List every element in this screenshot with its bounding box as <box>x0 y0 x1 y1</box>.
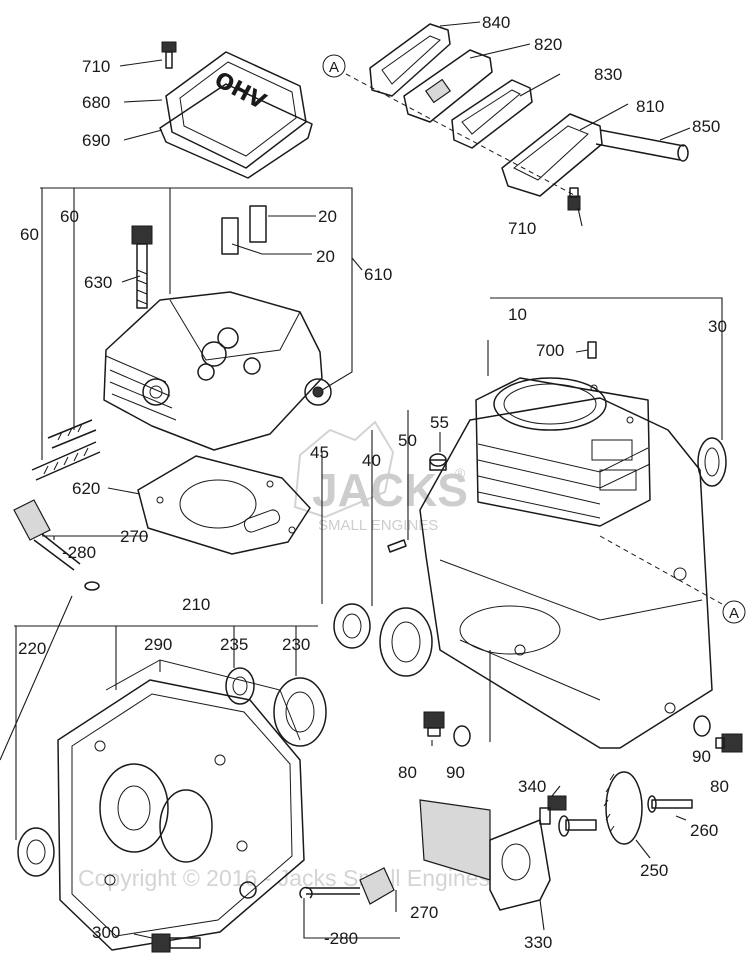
dowel-pin-lower <box>221 217 239 255</box>
cover-gasket <box>159 83 313 179</box>
label-290: 290 <box>144 635 172 654</box>
breather-gasket-830 <box>451 79 533 149</box>
label-80-right: 80 <box>710 777 729 796</box>
label-30: 30 <box>708 317 727 336</box>
ref-a-top: A <box>329 59 339 76</box>
pin-50 <box>387 539 407 553</box>
label-20-lower: 20 <box>316 247 335 266</box>
label-230: 230 <box>282 635 310 654</box>
breather-cover-810 <box>501 113 603 197</box>
cover-bearing-230 <box>273 677 327 747</box>
ref-a-right: A <box>729 605 739 622</box>
dowel-pin-upper <box>249 205 267 243</box>
drain-plug-left <box>423 711 445 737</box>
label-330: 330 <box>524 933 552 952</box>
watermark-sub: SMALL ENGINES <box>318 517 438 534</box>
label-90-left: 90 <box>446 763 465 782</box>
label-340: 340 <box>518 777 546 796</box>
label-710-breather-bolt: 710 <box>508 219 536 238</box>
rocker-cover-assembly: OHV <box>159 41 313 179</box>
head-stud-short <box>47 419 97 449</box>
cover-seal-220 <box>17 827 55 877</box>
ref-a-top-circle <box>322 54 346 78</box>
callout-lines: A <box>0 21 746 939</box>
watermark-brand: JACKS <box>312 464 468 516</box>
crankcase-cylinder <box>475 377 651 527</box>
breather-assembly: A <box>322 23 689 211</box>
label-850: 850 <box>692 117 720 136</box>
crankcase <box>419 377 713 749</box>
label-840: 840 <box>482 13 510 32</box>
washer-left <box>453 725 471 747</box>
label-680-rocker-cover: 680 <box>82 93 110 112</box>
dowel-55 <box>429 453 447 471</box>
main-bearing-cover <box>57 659 305 951</box>
label-10: 10 <box>508 305 527 324</box>
bearing-40 <box>379 607 433 677</box>
label-260: 260 <box>690 821 718 840</box>
ref-a-right-circle <box>722 600 746 624</box>
dowel-pin-700 <box>587 341 597 359</box>
label-820: 820 <box>534 35 562 54</box>
label-90-right: 90 <box>692 747 711 766</box>
head-gasket <box>137 455 311 555</box>
governor-washer <box>558 815 597 837</box>
head-stud-long <box>31 441 101 481</box>
cylinder-head-assembly <box>31 205 332 481</box>
label-630: 630 <box>84 273 112 292</box>
bearing-45 <box>333 603 371 649</box>
governor-gear-shaft <box>647 795 693 813</box>
jacks-watermark: JACKS ® SMALL ENGINES <box>293 420 468 534</box>
label-270-lower: 270 <box>410 903 438 922</box>
breather-plate-820 <box>403 49 493 123</box>
cover-gasket-290 <box>105 659 301 741</box>
breather-hose <box>595 129 685 161</box>
side-cover-plate <box>419 799 551 911</box>
label-235: 235 <box>220 635 248 654</box>
drain-plug-right <box>715 733 743 753</box>
label-250: 250 <box>640 861 668 880</box>
crank-seal-30 <box>697 437 727 487</box>
label-300: 300 <box>92 923 120 942</box>
label-620: 620 <box>72 479 100 498</box>
label-700: 700 <box>536 341 564 360</box>
governor-shaft-lower <box>299 867 395 905</box>
label-210: 210 <box>182 595 210 614</box>
label-50: 50 <box>398 431 417 450</box>
label-710-cover-bolt: 710 <box>82 57 110 76</box>
watermark-reg: ® <box>455 465 466 481</box>
label-690-cover-gasket: 690 <box>82 131 110 150</box>
label-40: 40 <box>362 451 381 470</box>
cover-bolt <box>161 41 177 69</box>
label-60-right: 60 <box>60 207 79 226</box>
label-610: 610 <box>364 265 392 284</box>
label-220: 220 <box>18 639 46 658</box>
label-20-upper: 20 <box>318 207 337 226</box>
label-830: 830 <box>594 65 622 84</box>
spark-plug-boss <box>304 378 332 406</box>
cylinder-head <box>103 291 323 451</box>
label-810: 810 <box>636 97 664 116</box>
washer-right <box>693 715 711 737</box>
breather-gasket-840 <box>369 23 451 97</box>
label-45: 45 <box>310 443 329 462</box>
watermark-mower-figure <box>293 420 395 519</box>
governor-shaft-upper <box>13 499 100 591</box>
breather-bolt <box>567 187 581 211</box>
label-60-left: 60 <box>20 225 39 244</box>
bolt-340 <box>539 795 567 825</box>
cover-bolt-300 <box>151 933 201 953</box>
label-280-lower: -280 <box>324 929 358 948</box>
part-number-labels: 710 680 690 840 820 830 810 850 710 60 6… <box>18 13 729 952</box>
head-bolt <box>131 225 153 309</box>
label-280-upper: -280 <box>62 543 96 562</box>
label-55: 55 <box>430 413 449 432</box>
label-80-left: 80 <box>398 763 417 782</box>
governor-gear <box>603 771 643 845</box>
cover-seal-235 <box>225 667 255 705</box>
label-270-upper: 270 <box>120 527 148 546</box>
